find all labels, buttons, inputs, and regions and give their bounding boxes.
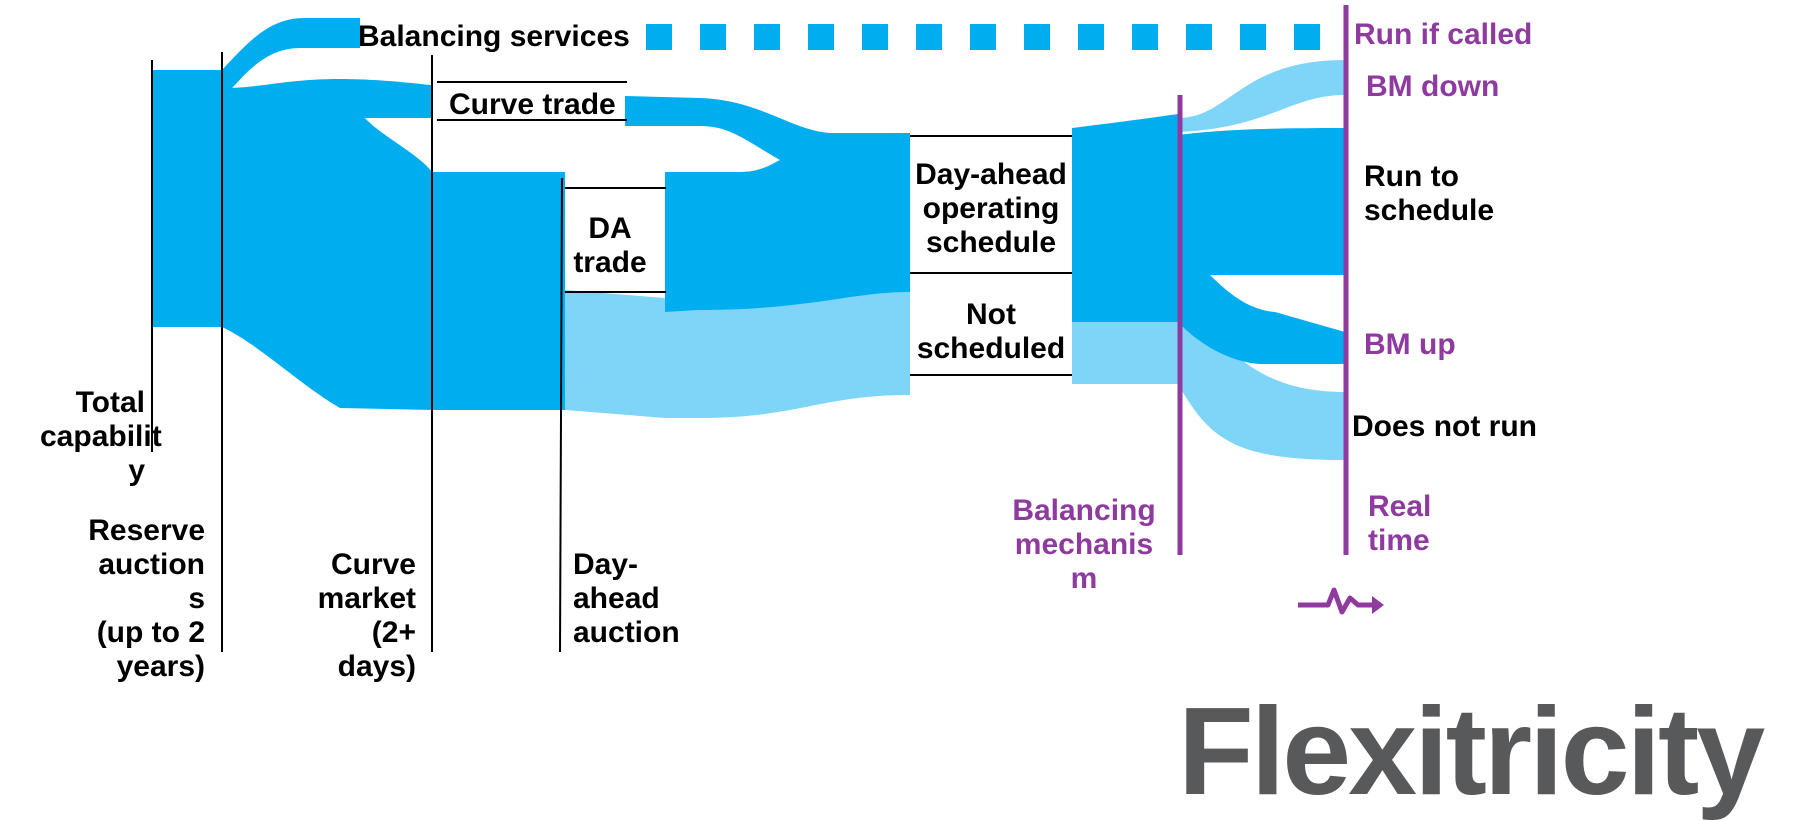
flow-total-capability (152, 70, 222, 327)
label-bm-up: BM up (1364, 328, 1456, 361)
label-not-scheduled: Not scheduled (916, 298, 1066, 365)
flow-not-scheduled-bm (1072, 322, 1178, 384)
flow-not-scheduled-band (698, 292, 910, 418)
flow-curve-market (432, 172, 565, 410)
label-does-not-run: Does not run (1352, 410, 1537, 443)
flow-bm-up (1178, 275, 1345, 364)
flexitricity-logo: Flexitricity (1178, 683, 1765, 821)
flow-does-not-run (1178, 322, 1345, 460)
flow-bm-down (1178, 60, 1345, 132)
flow-run-to-schedule (1178, 128, 1345, 275)
primary-flows (152, 18, 1345, 411)
pulse-arrow-icon (1298, 587, 1384, 615)
flow-curve-trade-right (625, 96, 910, 312)
label-run-if-called: Run if called (1354, 18, 1533, 51)
label-reserve-auctions: Reserve auction s (up to 2 years) (88, 514, 205, 683)
label-day-ahead-schedule: Day-ahead operating schedule (915, 158, 1067, 259)
label-curve-market: Curve market (2+ days) (317, 548, 416, 683)
label-da-trade: DA trade (573, 212, 647, 279)
label-total-capability: Total capabilit y (40, 386, 162, 487)
label-run-to-schedule: Run to schedule (1364, 160, 1495, 227)
label-bm-down: BM down (1366, 70, 1500, 103)
divider-day-ahead (559, 177, 563, 653)
stage-divider-lines (151, 52, 1072, 653)
flow-not-scheduled (565, 290, 665, 418)
label-day-ahead-auction: Day- ahead auction (573, 548, 680, 649)
flow-reserve-main (222, 79, 432, 411)
label-balancing-services: Balancing services (358, 20, 630, 53)
label-real-time: Real time (1368, 490, 1432, 557)
label-balancing-mechanism: Balancing mechanis m (1012, 494, 1156, 595)
flow-not-scheduled-mid (665, 298, 698, 418)
secondary-flows (565, 60, 1345, 460)
label-curve-trade: Curve trade (449, 88, 616, 121)
flow-day-ahead-to-bm (1072, 114, 1178, 322)
flow-balancing-services-branch (222, 18, 360, 88)
